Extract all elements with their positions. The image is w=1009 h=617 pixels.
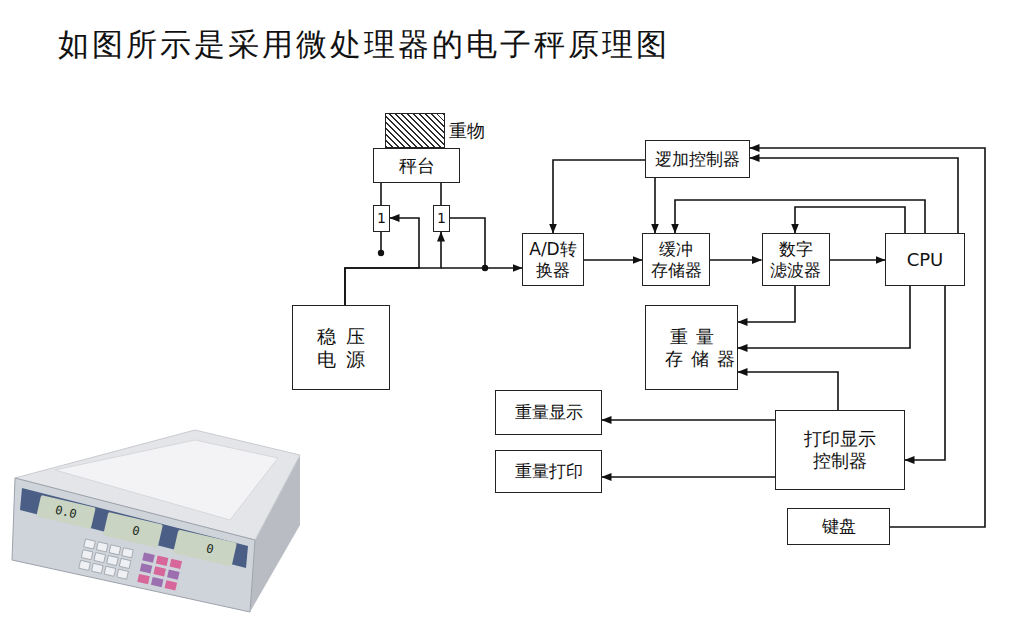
connector-arrow bbox=[380, 183, 382, 205]
connector-arrow bbox=[440, 183, 442, 205]
box-label: 逻加控制器 bbox=[655, 149, 740, 169]
process-box: 打印显示 控制器 bbox=[775, 410, 905, 490]
lcd-display bbox=[173, 530, 237, 567]
keypad bbox=[79, 539, 182, 591]
display-band bbox=[20, 488, 248, 568]
connector-arrow bbox=[795, 207, 905, 233]
connector-arrow bbox=[905, 286, 945, 460]
weight-label: 重物 bbox=[449, 120, 485, 142]
box-label: 数字 滤波器 bbox=[767, 239, 825, 280]
signal-wire bbox=[441, 267, 485, 269]
connector-arrow bbox=[830, 259, 886, 261]
output-box: 重量打印 bbox=[495, 450, 602, 493]
connector-arrow bbox=[450, 218, 522, 268]
box-label: 重量 存储器 bbox=[657, 326, 727, 369]
process-box: 缓冲 存储器 bbox=[642, 233, 710, 286]
lcd-display bbox=[36, 495, 96, 529]
connector-arrow bbox=[738, 286, 910, 348]
connector-arrow bbox=[584, 259, 642, 261]
connector-arrow bbox=[602, 419, 775, 421]
box-label: 重量打印 bbox=[515, 461, 583, 481]
process-box: 逻加控制器 bbox=[645, 140, 750, 178]
diagram-title: 如图所示是采用微处理器的电子秤原理图 bbox=[58, 24, 670, 66]
sensor-box: 1 bbox=[373, 205, 390, 232]
box-label: A/D转 换器 bbox=[527, 239, 579, 280]
ground-wire bbox=[380, 232, 382, 252]
connector-arrow bbox=[750, 158, 958, 233]
connector-arrow bbox=[738, 372, 838, 410]
box-label: CPU bbox=[907, 249, 944, 271]
lcd-display bbox=[103, 512, 163, 548]
input-box: 键盘 bbox=[787, 508, 890, 545]
box-label: 打印显示 控制器 bbox=[798, 428, 882, 471]
box-label: 缓冲 存储器 bbox=[647, 239, 705, 280]
process-box: 重量 存储器 bbox=[645, 305, 738, 390]
box-label: 重量显示 bbox=[515, 402, 583, 422]
scale-front bbox=[12, 478, 255, 612]
connector-arrow bbox=[675, 200, 925, 233]
weight-block: 重物 bbox=[385, 113, 445, 148]
process-box: A/D转 换器 bbox=[522, 233, 584, 286]
connector-arrow bbox=[345, 232, 441, 305]
platform-box: 秤台 bbox=[373, 148, 460, 183]
connector-arrow bbox=[738, 286, 795, 322]
process-box: CPU bbox=[885, 233, 965, 286]
process-box: 数字 滤波器 bbox=[762, 233, 830, 286]
connector-arrow bbox=[654, 178, 656, 233]
scale-photo bbox=[12, 430, 300, 612]
connector-arrow bbox=[602, 476, 775, 478]
sensor-box: 1 bbox=[433, 205, 450, 232]
box-label: 秤台 bbox=[399, 155, 435, 177]
box-label: 1 bbox=[437, 210, 446, 227]
connector-arrow bbox=[553, 160, 645, 233]
power-box: 稳压 电源 bbox=[292, 305, 390, 390]
ground-dot bbox=[378, 250, 384, 256]
connector-arrow bbox=[750, 148, 985, 527]
box-label: 键盘 bbox=[822, 516, 856, 536]
box-label: 稳压 电源 bbox=[297, 325, 385, 371]
box-label: 1 bbox=[377, 210, 386, 227]
connector-arrow bbox=[710, 259, 762, 261]
output-box: 重量显示 bbox=[495, 390, 602, 435]
